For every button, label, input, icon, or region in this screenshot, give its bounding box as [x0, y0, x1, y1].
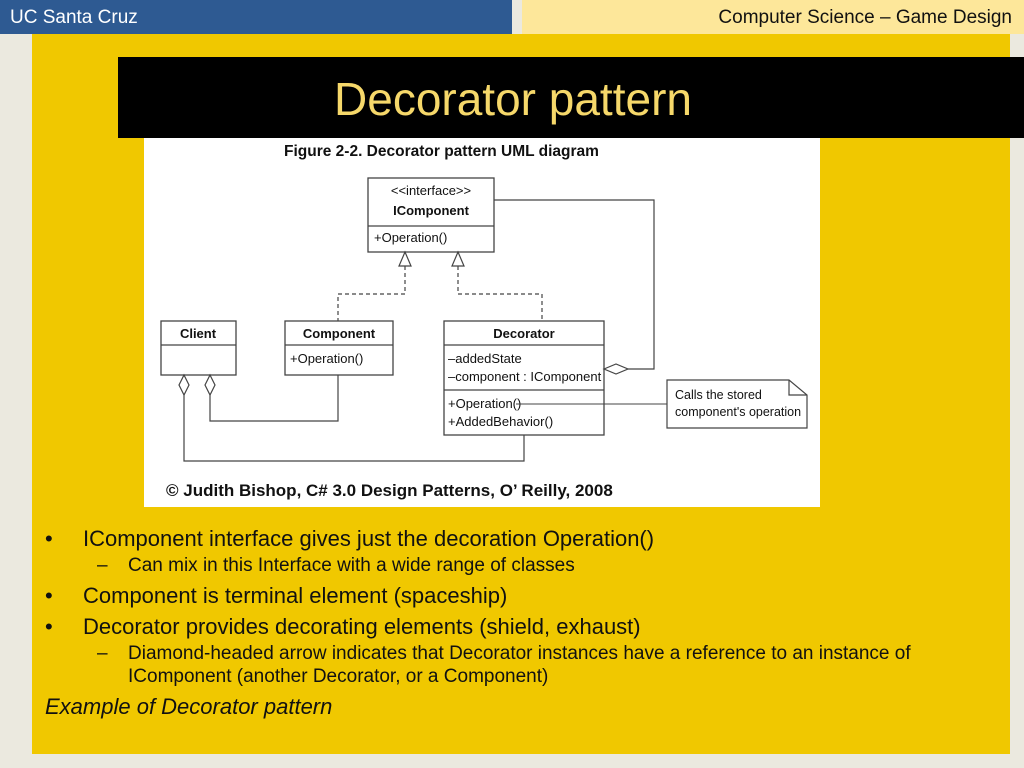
bullet-text: Component is terminal element (spaceship…: [83, 583, 508, 608]
header-left-bar: UC Santa Cruz: [0, 0, 512, 34]
realization-arrow-icon: [451, 250, 465, 267]
uml-figure: Figure 2-2. Decorator pattern UML diagra…: [144, 138, 820, 507]
note-line-2: component's operation: [675, 405, 801, 419]
sub-bullet-text: Diamond-headed arrow indicates that Deco…: [128, 643, 911, 687]
aggregation-diamond-icon: [178, 373, 190, 397]
bullet-text: IComponent interface gives just the deco…: [83, 526, 655, 551]
sub-bullet-marker: –: [97, 555, 108, 576]
sub-bullet-text: Can mix in this Interface with a wide ra…: [128, 555, 575, 576]
aggregation-diamond-icon: [204, 373, 216, 397]
client-class-box: Client: [160, 320, 237, 376]
header-course: Computer Science – Game Design: [718, 7, 1012, 28]
component-operation: +Operation(): [290, 351, 363, 366]
example-caption: Example of Decorator pattern: [45, 694, 333, 719]
note-line-1: Calls the stored: [675, 388, 762, 402]
decorator-name: Decorator: [493, 326, 554, 341]
component-name: Component: [303, 326, 376, 341]
icomponent-operation: +Operation(): [374, 230, 447, 245]
icomponent-class-box: <<interface>> IComponent +Operation(): [367, 177, 495, 253]
realization-arrow-icon: [398, 250, 412, 267]
icomponent-name: IComponent: [393, 203, 469, 218]
bullet-marker: •: [45, 614, 53, 639]
decorator-attribute-component: –component : IComponent: [448, 369, 602, 384]
client-name: Client: [180, 326, 217, 341]
bullet-item: • Decorator provides decorating elements…: [45, 613, 1005, 640]
bullet-marker: •: [45, 583, 53, 608]
bullet-item: • Component is terminal element (spacesh…: [45, 582, 1005, 609]
figure-credit: © Judith Bishop, C# 3.0 Design Patterns,…: [166, 481, 613, 500]
client-component-association-line: [209, 375, 339, 422]
bullet-item: • IComponent interface gives just the de…: [45, 525, 1005, 552]
decorator-icomponent-association-line: [494, 199, 655, 370]
decorator-class-box: Decorator –addedState –component : IComp…: [443, 320, 605, 436]
icomponent-stereotype: <<interface>>: [391, 183, 471, 198]
decorator-operation: +Operation(): [448, 396, 521, 411]
header-right-bar: Computer Science – Game Design: [522, 0, 1024, 34]
decorator-added-behavior: +AddedBehavior(): [448, 414, 553, 429]
sub-bullet-marker: –: [97, 643, 108, 664]
decorator-realization-line: [457, 266, 543, 321]
decorator-attribute-added-state: –addedState: [448, 351, 522, 366]
uml-diagram: Figure 2-2. Decorator pattern UML diagra…: [160, 143, 808, 500]
client-decorator-association-line: [183, 395, 525, 462]
bullet-text: Decorator provides decorating elements (…: [83, 614, 641, 639]
title-bar: Decorator pattern: [118, 57, 1024, 138]
sub-bullet-item: – Diamond-headed arrow indicates that De…: [45, 642, 1005, 688]
slide-title: Decorator pattern: [334, 73, 692, 125]
bullet-list: • IComponent interface gives just the de…: [45, 525, 1005, 720]
figure-caption: Figure 2-2. Decorator pattern UML diagra…: [284, 143, 599, 160]
sub-bullet-item: – Can mix in this Interface with a wide …: [45, 554, 1005, 577]
aggregation-diamond-icon: [602, 363, 630, 375]
uml-note: Calls the stored component's operation: [666, 379, 808, 429]
bullet-marker: •: [45, 526, 53, 551]
component-realization-line: [337, 266, 406, 321]
component-class-box: Component +Operation(): [284, 320, 394, 376]
header-university: UC Santa Cruz: [10, 7, 138, 28]
